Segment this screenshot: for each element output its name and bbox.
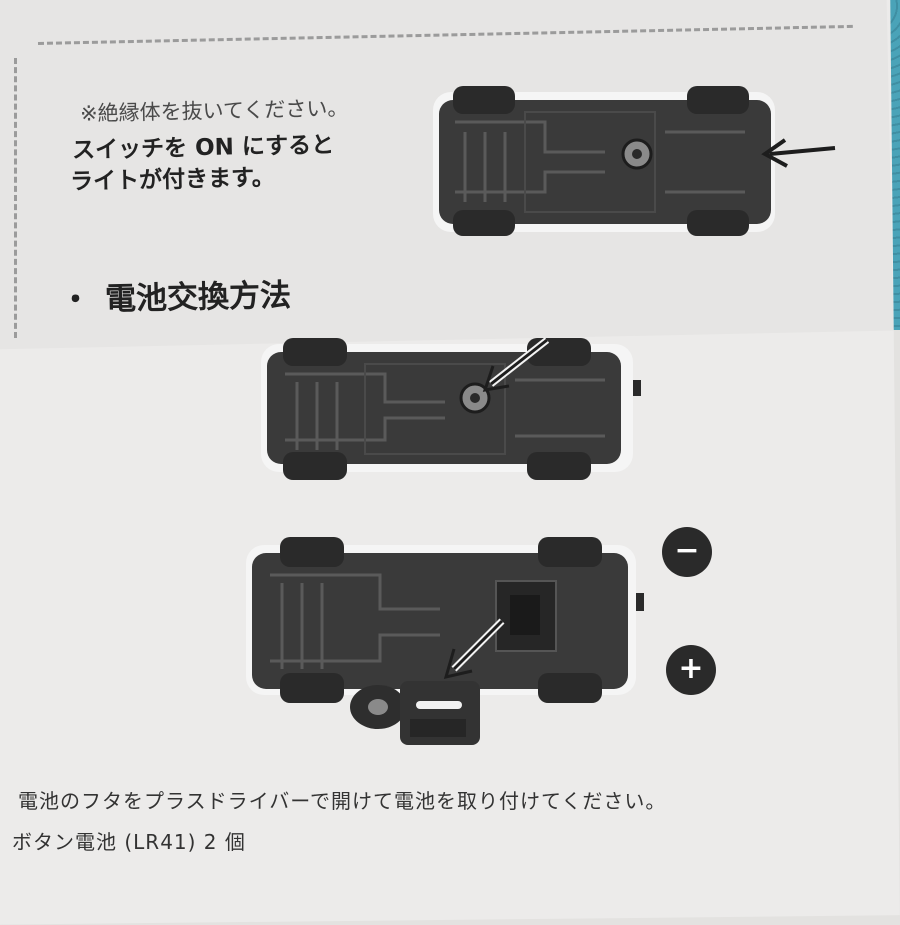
battery-type-label: ボタン電池 (LR41) 2 個 xyxy=(12,830,246,854)
insulator-note: ※絶縁体を抜いてください。 xyxy=(79,96,349,126)
minus-polarity-badge: − xyxy=(662,527,712,577)
car-underside-screw-illustration xyxy=(261,337,641,480)
car-underside-switch-illustration xyxy=(433,86,836,236)
heading-title: 電池交換方法 xyxy=(104,277,292,318)
car-underside-battery-cover-illustration xyxy=(246,537,644,745)
plus-polarity-badge: + xyxy=(666,645,716,695)
battery-install-instruction: 電池のフタをプラスドライバーで開けて電池を取り付けてください。 xyxy=(18,789,667,813)
battery-cover-part xyxy=(350,681,480,745)
battery-replacement-heading: ・電池交換方法 xyxy=(60,270,292,320)
heading-bullet: ・ xyxy=(59,281,92,319)
switch-arrow xyxy=(761,138,836,168)
light-instruction: ライトが付きます。 xyxy=(69,164,276,196)
cover-removal-arrow xyxy=(443,618,505,680)
cut-line-left xyxy=(14,58,17,338)
screw-arrow xyxy=(482,337,550,392)
